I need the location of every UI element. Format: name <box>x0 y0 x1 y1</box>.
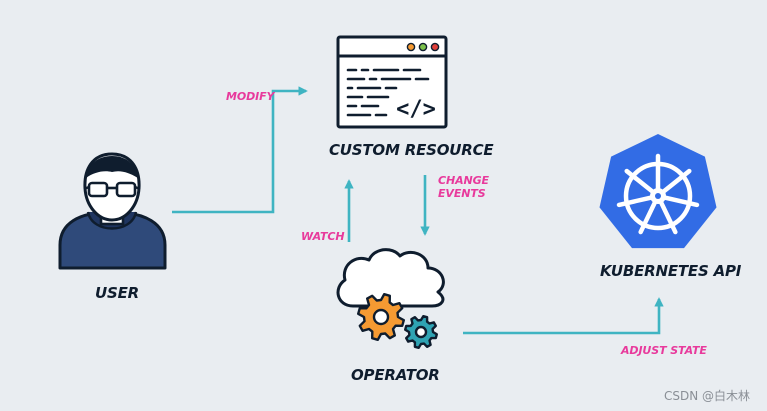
user-avatar-icon <box>58 152 167 270</box>
cloud-gears-icon <box>336 248 445 349</box>
watermark: CSDN @白木林 <box>664 389 751 403</box>
kubernetes-api-label: KUBERNETES API <box>600 262 742 280</box>
custom-resource-label: CUSTOM RESOURCE <box>329 141 494 159</box>
user-label: USER <box>95 284 139 302</box>
code-glyph: </> <box>396 97 436 122</box>
kubernetes-logo-icon <box>599 134 717 249</box>
edge-modify <box>172 86 308 214</box>
watch-label: WATCH <box>301 230 345 243</box>
change-events-label: CHANGE EVENTS <box>438 174 489 200</box>
change-events-line-2: EVENTS <box>438 187 486 200</box>
browser-code-icon: </> <box>336 35 448 129</box>
modify-label: MODIFY <box>226 90 275 103</box>
change-events-line-1: CHANGE <box>438 174 489 187</box>
gear-teal-icon <box>404 315 438 349</box>
edge-adjust-state <box>463 297 664 335</box>
gear-orange-icon <box>357 293 405 341</box>
adjust-state-label: ADJUST STATE <box>621 344 707 357</box>
operator-label: OPERATOR <box>351 366 440 384</box>
